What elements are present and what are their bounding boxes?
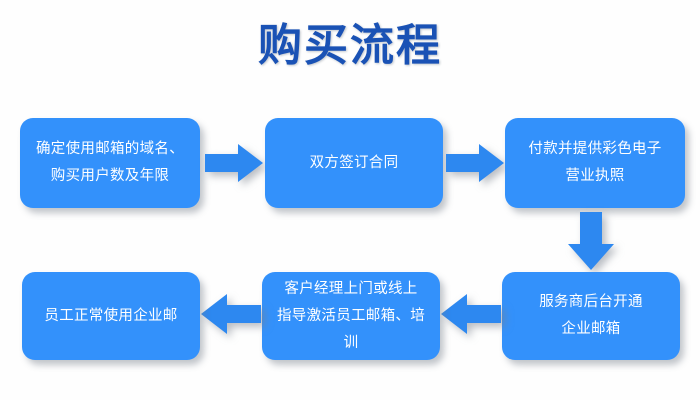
page-title: 购买流程 xyxy=(258,21,442,70)
flow-node-label: 确定使用邮箱的域名、 购买用户数及年限 xyxy=(36,141,184,184)
arrow-down-icon xyxy=(566,212,616,270)
flow-node-label: 双方签订合同 xyxy=(309,154,399,171)
arrow-left-icon xyxy=(441,292,501,336)
flow-node-label: 服务商后台开通 企业邮箱 xyxy=(539,294,643,337)
arrow-left-icon xyxy=(201,292,261,336)
flow-node-payment-license[interactable]: 付款并提供彩色电子 营业执照 xyxy=(505,118,685,208)
arrow-right-icon xyxy=(446,142,504,184)
flow-node-label: 付款并提供彩色电子 营业执照 xyxy=(528,141,662,184)
flow-node-employee-usage[interactable]: 员工正常使用企业邮 xyxy=(22,272,200,360)
flow-node-sign-contract[interactable]: 双方签订合同 xyxy=(265,118,443,208)
flow-node-determine-domain[interactable]: 确定使用邮箱的域名、 购买用户数及年限 xyxy=(20,118,200,208)
flow-node-provider-activate[interactable]: 服务商后台开通 企业邮箱 xyxy=(502,272,680,360)
flow-node-label: 员工正常使用企业邮 xyxy=(44,307,178,324)
flow-node-label: 客户经理上门或线上 指导激活员工邮箱、培训 xyxy=(277,280,425,351)
arrow-right-icon xyxy=(205,142,263,184)
flow-node-manager-training[interactable]: 客户经理上门或线上 指导激活员工邮箱、培训 xyxy=(262,272,440,360)
